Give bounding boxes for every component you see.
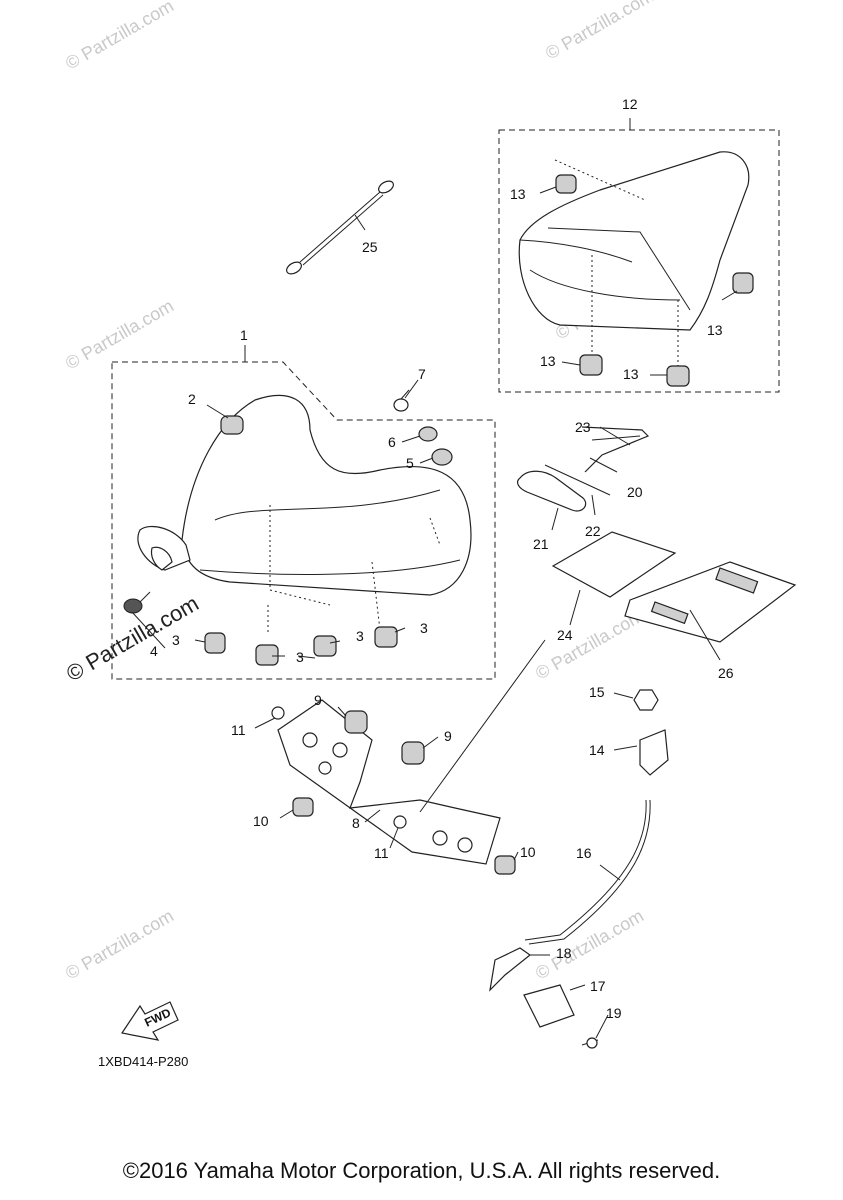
rider-seat [137, 394, 472, 635]
callout-6: 6 [388, 434, 396, 450]
rear-seat [518, 151, 754, 387]
callout-9: 9 [444, 728, 452, 744]
callout-18: 18 [556, 945, 572, 961]
callout-13: 13 [707, 322, 723, 338]
callout-14: 14 [589, 742, 605, 758]
tool-kit [517, 426, 650, 512]
callout-3: 3 [172, 632, 180, 648]
callout-8: 8 [352, 815, 360, 831]
assembly-boxes [111, 129, 780, 680]
diagram-code: 1XBD414-P280 [98, 1054, 188, 1069]
callout-3: 3 [356, 628, 364, 644]
leader-lines [131, 118, 738, 1039]
seat-lock-wire [286, 180, 394, 275]
callout-5: 5 [406, 455, 414, 471]
callout-7: 7 [418, 366, 426, 382]
callout-13: 13 [510, 186, 526, 202]
callout-17: 17 [590, 978, 606, 994]
callout-13: 13 [540, 353, 556, 369]
seat-bracket [277, 639, 546, 865]
owners-manual-and-bag [551, 531, 797, 643]
callout-16: 16 [576, 845, 592, 861]
watermark-text: © Partzilla.com [542, 0, 657, 63]
seat-assembly-box [111, 361, 496, 680]
callout-10: 10 [520, 844, 536, 860]
callout-24: 24 [557, 627, 573, 643]
cable-holder [633, 689, 669, 776]
seat-dampers [204, 626, 398, 666]
callout-2: 2 [188, 391, 196, 407]
callout-26: 26 [718, 665, 734, 681]
callout-19: 19 [606, 1005, 622, 1021]
callout-25: 25 [362, 239, 378, 255]
callout-9: 9 [314, 692, 322, 708]
watermark-text: © Partzilla.com [62, 0, 177, 73]
seat-lock-cable [524, 799, 651, 945]
callout-4: 4 [150, 643, 158, 659]
seat-plug [123, 591, 151, 614]
callout-12: 12 [622, 96, 638, 112]
parts-diagram: © Partzilla.com © Partzilla.com © Partzi… [62, 0, 797, 1069]
callout-22: 22 [585, 523, 601, 539]
rear-seat-assembly-box [498, 129, 780, 393]
callout-21: 21 [533, 536, 549, 552]
copyright-notice: ©2016 Yamaha Motor Corporation, U.S.A. A… [122, 1158, 721, 1183]
callout-10: 10 [253, 813, 269, 829]
callout-labels: 1 2 3 3 3 3 3 4 5 6 7 8 9 9 10 10 11 11 … [150, 96, 734, 1021]
callout-3: 3 [420, 620, 428, 636]
callout-1: 1 [240, 327, 248, 343]
callout-20: 20 [627, 484, 643, 500]
seat-collars-and-bolt [393, 389, 453, 466]
callout-3: 3 [296, 649, 304, 665]
callout-11: 11 [231, 722, 246, 738]
callout-11: 11 [374, 845, 389, 861]
callout-13: 13 [623, 366, 639, 382]
watermark-text: © Partzilla.com [62, 905, 177, 983]
seat-lock-assembly [489, 947, 599, 1049]
callout-15: 15 [589, 684, 605, 700]
fwd-arrow-icon: FWD [121, 1001, 179, 1041]
watermark-text: © Partzilla.com [62, 295, 177, 373]
callout-23: 23 [575, 419, 591, 435]
bracket-dampers-and-bolts [271, 706, 516, 875]
